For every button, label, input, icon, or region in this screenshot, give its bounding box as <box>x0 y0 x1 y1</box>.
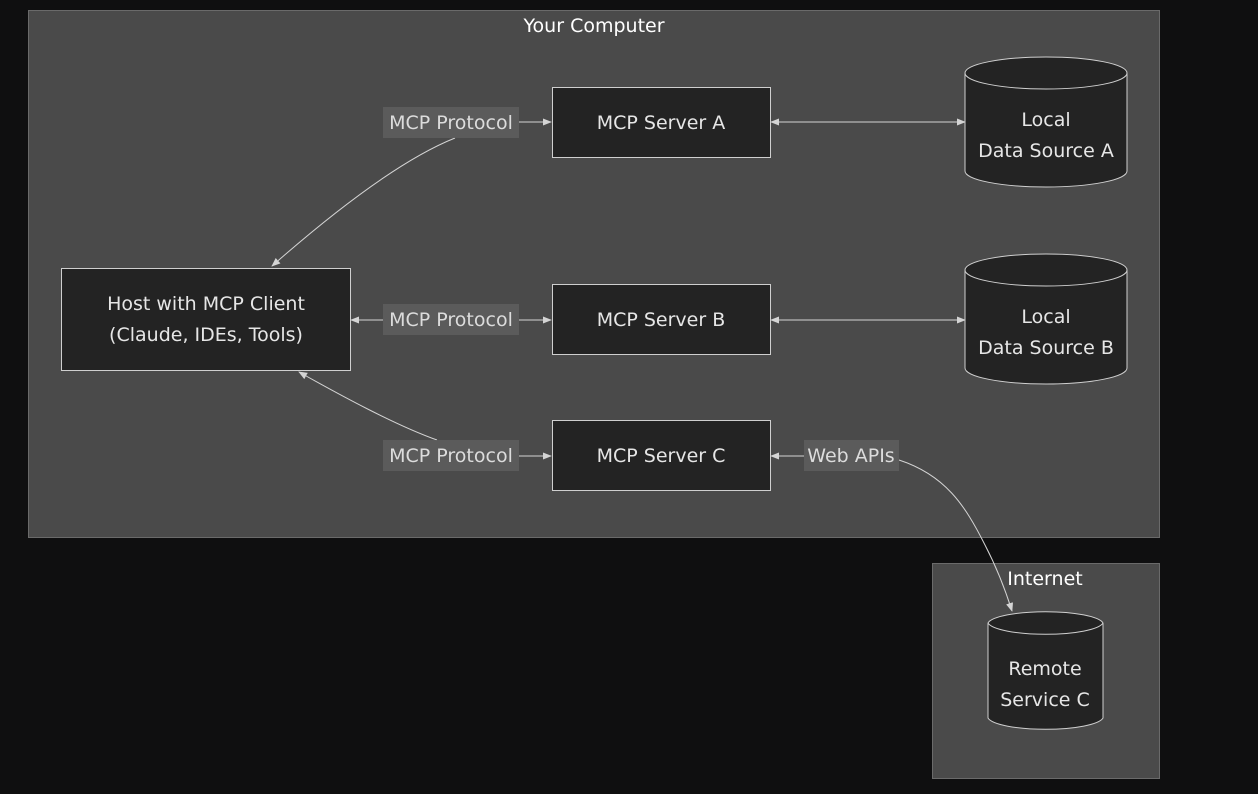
node-host-line-2: (Claude, IDEs, Tools) <box>109 324 303 346</box>
node-local-data-source-a: Local Data Source A <box>964 56 1128 188</box>
node-mcp-server-c-label: MCP Server C <box>597 445 726 467</box>
edge-host-server-a-label-bg <box>383 107 519 138</box>
node-remote-service-c: Remote Service C <box>987 611 1104 730</box>
edge-host-server-c-curve <box>298 371 438 441</box>
node-local-a-line-2: Data Source A <box>978 140 1114 162</box>
node-local-b-line-1: Local <box>1021 306 1070 328</box>
edge-host-server-a: MCP Protocol <box>271 107 552 267</box>
edge-host-server-b-label-bg <box>383 304 519 335</box>
node-mcp-server-a: MCP Server A <box>552 87 771 158</box>
node-local-b-line-2: Data Source B <box>978 337 1114 359</box>
edge-server-c-remote-label-bg <box>804 440 899 471</box>
edge-server-c-remote: Web APIs <box>770 440 1013 612</box>
edge-host-server-a-curve <box>271 137 456 267</box>
node-remote-c-line-2: Service C <box>1000 689 1090 711</box>
node-mcp-server-b-label: MCP Server B <box>597 309 726 331</box>
edge-host-server-c: MCP Protocol <box>298 371 552 471</box>
node-local-a-line-1: Local <box>1021 109 1070 131</box>
node-remote-c-line-1: Remote <box>1008 658 1081 680</box>
group-your-computer-title: Your Computer <box>522 15 664 37</box>
node-local-data-source-b: Local Data Source B <box>964 253 1128 385</box>
node-host-with-mcp-client: Host with MCP Client (Claude, IDEs, Tool… <box>61 268 351 371</box>
node-mcp-server-a-label: MCP Server A <box>597 112 726 134</box>
edge-host-server-b-label: MCP Protocol <box>389 309 513 331</box>
edge-host-server-c-label: MCP Protocol <box>389 445 513 467</box>
edge-server-c-remote-label: Web APIs <box>807 445 894 467</box>
edge-host-server-b: MCP Protocol <box>350 304 552 335</box>
node-host-line-1: Host with MCP Client <box>107 293 305 315</box>
edge-server-c-remote-curve <box>898 459 1013 612</box>
group-internet: Internet <box>932 563 1160 779</box>
edge-host-server-a-label: MCP Protocol <box>389 112 513 134</box>
node-mcp-server-c: MCP Server C <box>552 420 771 491</box>
node-mcp-server-b: MCP Server B <box>552 284 771 355</box>
edge-host-server-c-label-bg <box>383 440 519 471</box>
group-internet-title: Internet <box>1007 568 1082 590</box>
